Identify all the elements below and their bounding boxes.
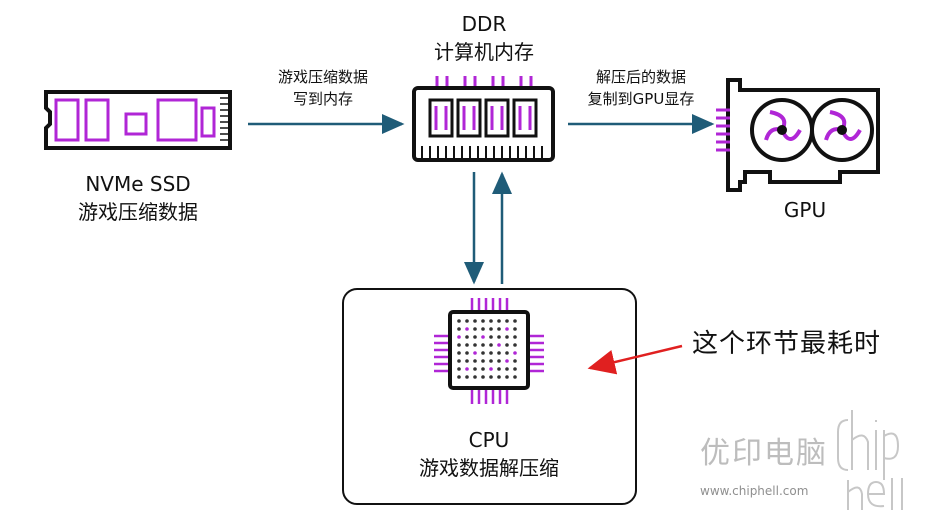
cpu-die-dot xyxy=(505,359,509,363)
annotation-arrow xyxy=(587,344,683,375)
cpu-die-dot xyxy=(473,375,477,379)
cpu-die-dot xyxy=(465,351,469,355)
cpu-die-dot xyxy=(513,319,517,323)
cpu-die-dot xyxy=(497,335,501,339)
cpu-container-box xyxy=(342,288,637,505)
cpu-die-dot xyxy=(473,319,477,323)
cpu-die-dot xyxy=(513,335,517,339)
cpu-die-dot xyxy=(481,359,485,363)
edge-ssd-to-ddr-label-line2: 写到内存 xyxy=(292,90,353,108)
watermark-site: www.chiphell.com xyxy=(700,484,809,498)
cpu-die-dot xyxy=(457,351,461,355)
cpu-die-dot xyxy=(497,375,501,379)
cpu-die-dot xyxy=(497,351,501,355)
cpu-die-dot xyxy=(457,319,461,323)
cpu-die-dot xyxy=(457,367,461,371)
cpu-die-dot xyxy=(505,335,509,339)
ddr-memory-icon xyxy=(412,76,555,162)
ddr-title: DDR xyxy=(461,12,507,36)
cpu-die-dot xyxy=(489,351,493,355)
cpu-die-dot xyxy=(513,327,517,331)
cpu-die-dot xyxy=(473,367,477,371)
cpu-title: CPU xyxy=(468,428,510,452)
cpu-die-dot xyxy=(481,343,485,347)
ddr-subtitle: 计算机内存 xyxy=(434,40,534,64)
cpu-die-dot xyxy=(473,327,477,331)
cpu-die-dot xyxy=(505,327,509,331)
cpu-die-dot xyxy=(513,343,517,347)
ssd-icon xyxy=(44,90,232,150)
cpu-die-dot xyxy=(489,343,493,347)
cpu-die-dot xyxy=(505,367,509,371)
cpu-die-dot xyxy=(457,335,461,339)
cpu-die-dot xyxy=(489,327,493,331)
ssd-subtitle: 游戏压缩数据 xyxy=(78,200,198,224)
cpu-die-dot xyxy=(497,319,501,323)
cpu-die-dot xyxy=(489,367,493,371)
annotation-text: 这个环节最耗时 xyxy=(692,329,882,359)
cpu-die-dot xyxy=(465,343,469,347)
edge-ssd-to-ddr-label-line1: 游戏压缩数据 xyxy=(277,68,368,86)
cpu-die-dot xyxy=(465,319,469,323)
cpu-die-dot xyxy=(505,375,509,379)
cpu-die-dot xyxy=(497,359,501,363)
cpu-die-dot xyxy=(513,359,517,363)
cpu-die-dot xyxy=(465,359,469,363)
cpu-die-dot xyxy=(473,351,477,355)
cpu-die-dot xyxy=(489,335,493,339)
cpu-die-dot xyxy=(481,375,485,379)
ssd-title: NVMe SSD xyxy=(85,172,191,196)
cpu-die-dot xyxy=(465,375,469,379)
cpu-die-dot xyxy=(481,327,485,331)
cpu-die-dot xyxy=(465,367,469,371)
cpu-die-dot xyxy=(481,335,485,339)
cpu-die-dot xyxy=(489,359,493,363)
cpu-die-dot xyxy=(465,327,469,331)
watermark-chinese: 优印电脑 xyxy=(700,436,828,471)
cpu-die-dot xyxy=(497,327,501,331)
cpu-die-dot xyxy=(481,351,485,355)
cpu-die-dot xyxy=(457,375,461,379)
cpu-die-dot xyxy=(473,343,477,347)
cpu-chip-icon xyxy=(434,298,544,404)
cpu-die-dot xyxy=(473,335,477,339)
cpu-die-dot xyxy=(505,351,509,355)
cpu-die-dot xyxy=(457,359,461,363)
cpu-die-dot xyxy=(457,327,461,331)
cpu-dot-grid xyxy=(457,319,517,379)
cpu-die-dot xyxy=(505,343,509,347)
cpu-die-dot xyxy=(513,375,517,379)
edge-ddr-to-gpu-label-line1: 解压后的数据 xyxy=(595,68,686,86)
cpu-die-dot xyxy=(489,319,493,323)
cpu-die-dot xyxy=(481,319,485,323)
cpu-die-dot xyxy=(457,343,461,347)
edge-ddr-to-gpu-label-line2: 复制到GPU显存 xyxy=(587,90,695,108)
cpu-subtitle: 游戏数据解压缩 xyxy=(419,456,559,480)
cpu-die-dot xyxy=(497,343,501,347)
cpu-die-dot xyxy=(465,335,469,339)
cpu-die-dot xyxy=(481,367,485,371)
cpu-die-dot xyxy=(489,375,493,379)
cpu-die-dot xyxy=(513,367,517,371)
cpu-die-dot xyxy=(473,359,477,363)
cpu-die-dot xyxy=(505,319,509,323)
gpu-title: GPU xyxy=(783,198,827,222)
watermark-logo xyxy=(837,410,903,510)
cpu-die-dot xyxy=(497,367,501,371)
gpu-icon xyxy=(716,78,880,192)
cpu-die-dot xyxy=(513,351,517,355)
